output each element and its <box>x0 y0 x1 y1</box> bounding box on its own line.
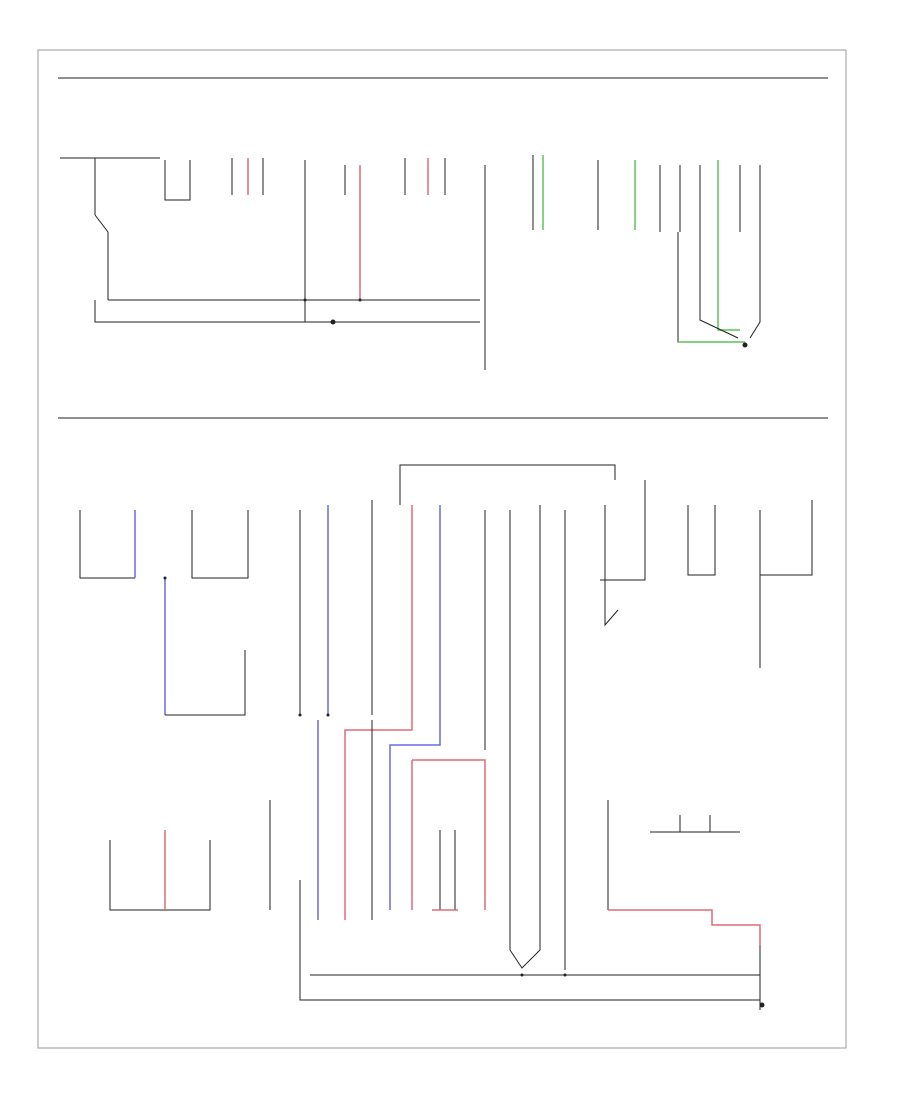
top-section <box>60 155 761 370</box>
mid-box-2 <box>191 510 249 579</box>
bottom-section <box>109 720 765 1010</box>
mid-left-box <box>79 510 135 579</box>
bottom-right-bus <box>650 815 740 833</box>
mid-far-right <box>759 500 813 668</box>
mid-top-bracket <box>399 464 616 505</box>
middle-section <box>79 464 813 970</box>
top-ground-node <box>330 319 336 325</box>
mid-red-wire-1 <box>344 505 413 920</box>
top-right-ground-node <box>742 342 748 348</box>
bottom-v-junction <box>509 949 541 969</box>
mid-right-vertical-2 <box>600 480 646 581</box>
bottom-splice-node-1 <box>520 973 524 977</box>
bottom-red-wire-4 <box>608 909 761 945</box>
top-left-switch-wire <box>60 157 480 323</box>
top-right-vertical-3 <box>659 165 761 232</box>
bottom-splice-node-2 <box>563 973 567 977</box>
mid-left-ground <box>165 650 246 716</box>
bottom-left-box <box>109 840 211 911</box>
top-green-wire-3 <box>717 160 740 331</box>
mid-right-box <box>687 505 716 576</box>
mid-blue-wire-4 <box>389 505 441 910</box>
top-splice-node-1 <box>303 298 307 302</box>
diagram-frame <box>37 49 847 1049</box>
top-box-1 <box>164 160 191 201</box>
top-right-ground-run <box>677 232 761 343</box>
mid-splice-node-1 <box>163 576 167 580</box>
bottom-ground-node <box>759 1002 765 1008</box>
mid-splice-node-3 <box>326 713 330 717</box>
top-splice-node-2 <box>358 298 362 302</box>
mid-right-vertical-1 <box>604 505 619 627</box>
bottom-mid-box <box>439 830 456 910</box>
bottom-red-wire-2 <box>411 759 486 910</box>
mid-splice-node-2 <box>298 713 302 717</box>
top-mid-box <box>404 158 446 195</box>
bottom-ground-run <box>299 880 760 1001</box>
